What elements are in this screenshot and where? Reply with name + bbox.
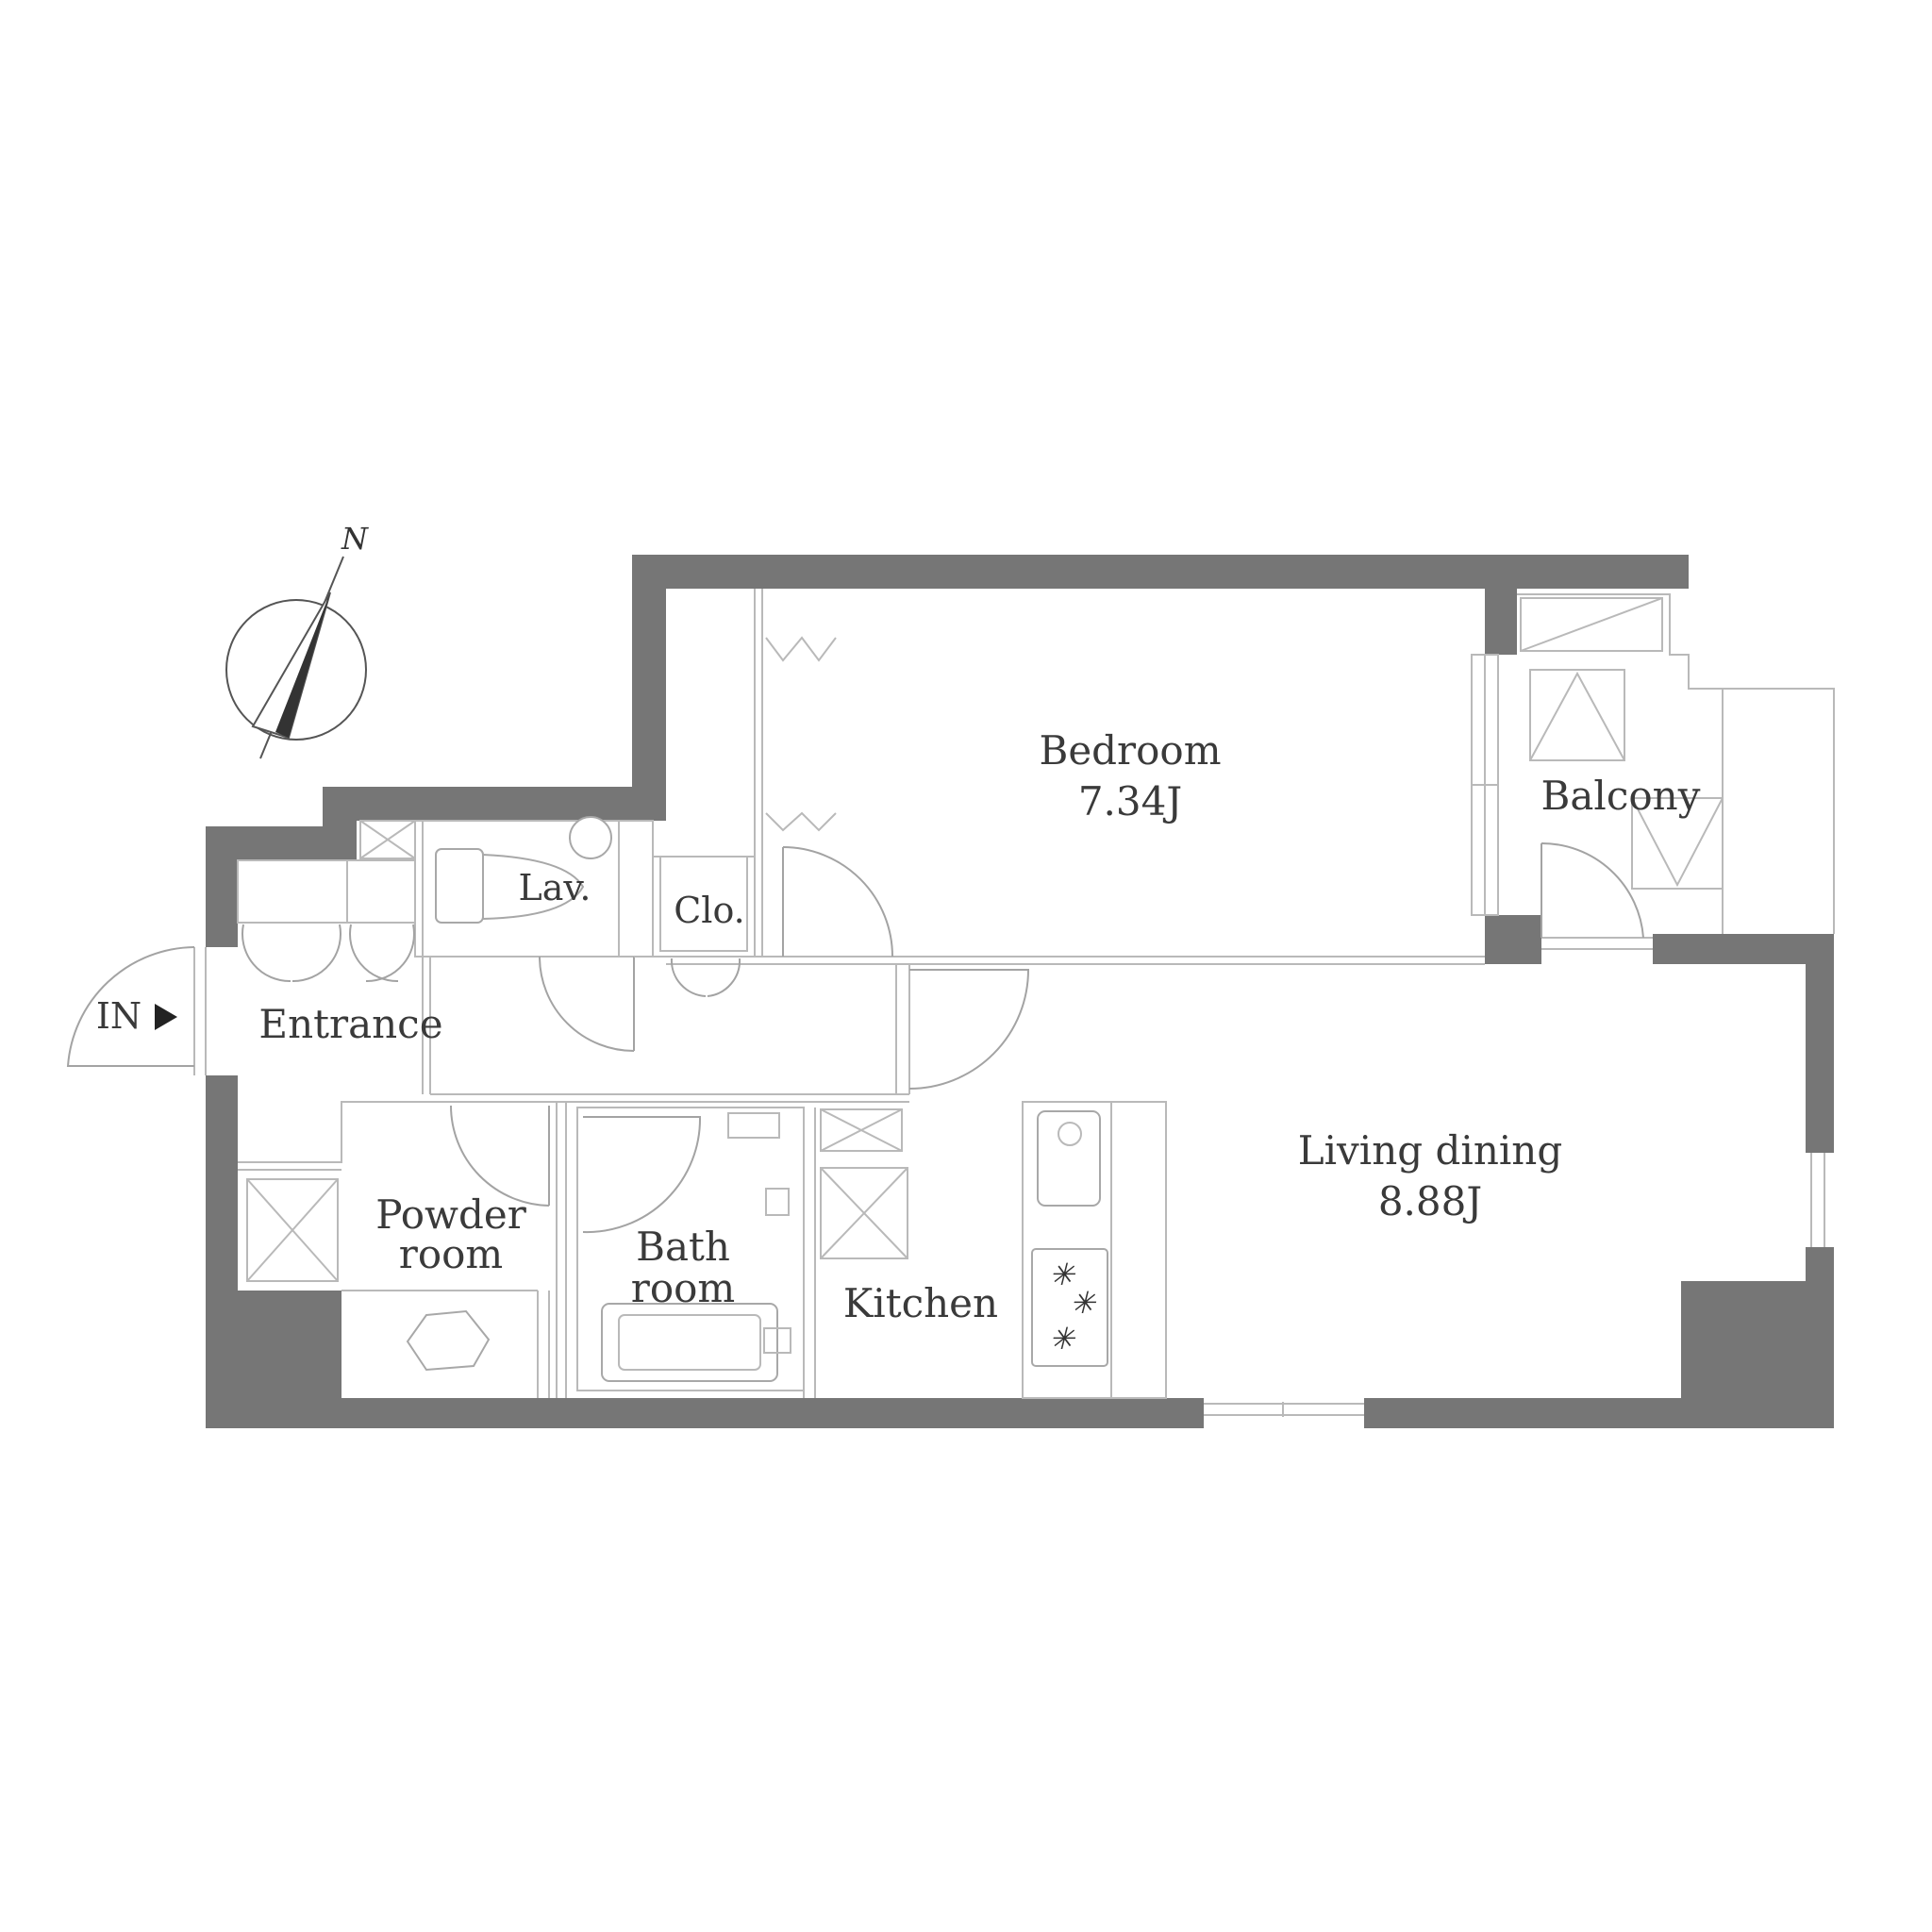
powder-room-label-line2: room: [399, 1231, 503, 1277]
kitchen-label: Kitchen: [843, 1280, 998, 1326]
svg-text:✳: ✳: [1070, 1285, 1097, 1321]
north-compass-icon: N: [225, 521, 369, 759]
exterior-walls: [206, 555, 1834, 1428]
entry-arrow-icon: [155, 1004, 177, 1030]
bath-room-label-line2: room: [631, 1265, 735, 1311]
bedroom-label: Bedroom: [1039, 727, 1221, 774]
svg-text:✳: ✳: [1049, 1321, 1076, 1357]
north-label: N: [341, 521, 369, 557]
living-dining-label: Living dining: [1298, 1127, 1563, 1174]
powder-room-label-line1: Powder: [375, 1191, 527, 1238]
living-dining-size: 8.88J: [1378, 1178, 1482, 1224]
bath-room-label-line1: Bath: [636, 1224, 730, 1270]
interior-walls: ✳ ✳ ✳: [66, 589, 1835, 1417]
entry-label: IN: [96, 995, 142, 1037]
entrance-label: Entrance: [258, 1001, 442, 1047]
closet-label: Clo.: [674, 890, 745, 931]
room-labels: Bedroom 7.34J Balcony Lav. Clo. Entrance…: [96, 727, 1701, 1326]
lav-label: Lav.: [519, 867, 591, 908]
svg-text:✳: ✳: [1049, 1257, 1076, 1292]
balcony-label: Balcony: [1541, 773, 1701, 819]
bedroom-size: 7.34J: [1078, 778, 1182, 824]
